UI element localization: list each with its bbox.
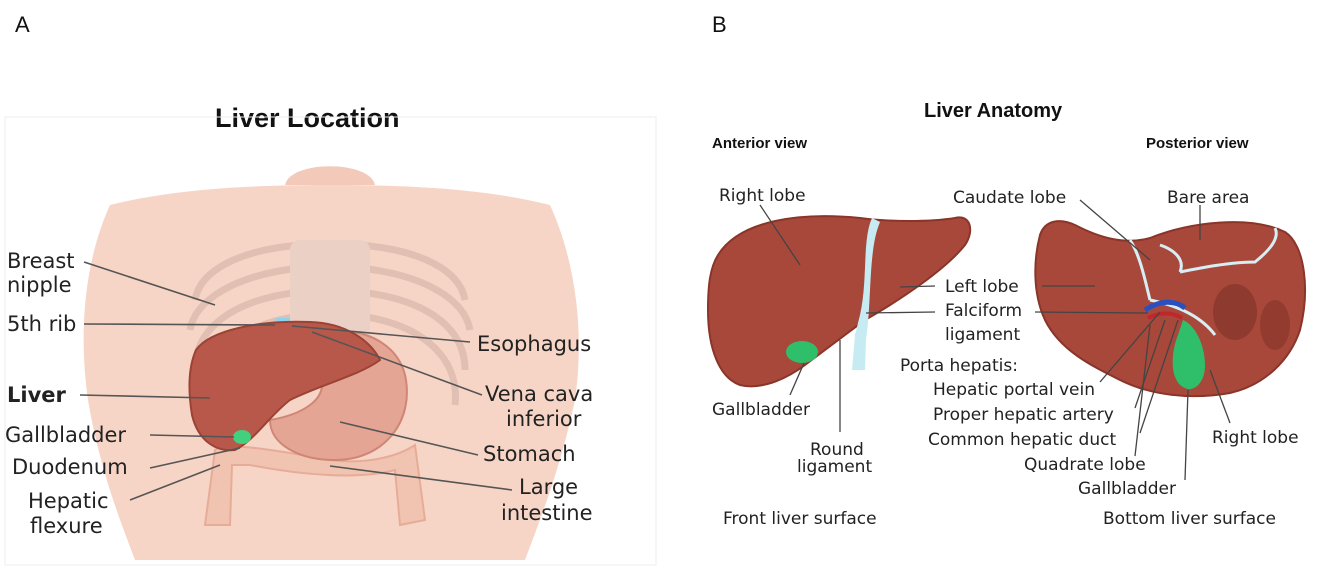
label-right-lobe-front: Right lobe <box>719 186 806 206</box>
neck <box>285 166 375 185</box>
label-left-lobe: Left lobe <box>945 277 1019 297</box>
label-gallbladder-front: Gallbladder <box>712 400 810 420</box>
label-duodenum: Duodenum <box>12 455 128 479</box>
label-nipple: nipple <box>7 273 72 297</box>
label-stomach: Stomach <box>483 442 576 466</box>
label-porta-hepatis: Porta hepatis: <box>900 356 1018 376</box>
label-front-liver-surface: Front liver surface <box>723 509 877 529</box>
label-bare-area: Bare area <box>1167 188 1249 208</box>
label-liver: Liver <box>7 383 67 407</box>
anterior-gallbladder-shape <box>786 341 818 363</box>
liver-location-illustration: Breast nipple 5th rib Liver Gallbladder … <box>0 0 660 570</box>
label-caudate-lobe: Caudate lobe <box>953 188 1066 208</box>
label-quadrate-lobe: Quadrate lobe <box>1024 455 1146 475</box>
label-hepatic-portal-vein: Hepatic portal vein <box>933 380 1095 400</box>
label-right-lobe-back: Right lobe <box>1212 428 1299 448</box>
label-breast: Breast <box>7 249 75 273</box>
liver-anatomy-illustration: Right lobe Left lobe Falciform ligament … <box>660 0 1323 570</box>
label-vena-cava: Vena cava <box>485 382 593 406</box>
label-falciform: Falciform <box>945 301 1022 321</box>
gallbladder-shape <box>233 430 251 444</box>
label-hepatic: Hepatic <box>28 489 109 513</box>
posterior-impression-2 <box>1260 300 1290 350</box>
label-bottom-liver-surface: Bottom liver surface <box>1103 509 1276 529</box>
label-flexure: flexure <box>30 514 103 538</box>
label-intestine: intestine <box>501 501 593 525</box>
label-round-ligament: ligament <box>797 457 872 477</box>
label-proper-hepatic-artery: Proper hepatic artery <box>933 405 1114 425</box>
label-inferior: inferior <box>506 407 582 431</box>
label-5th-rib: 5th rib <box>7 312 76 336</box>
posterior-impression-1 <box>1213 284 1257 340</box>
label-falciform-ligament: ligament <box>945 325 1020 345</box>
label-gallbladder-back: Gallbladder <box>1078 479 1176 499</box>
label-gallbladder: Gallbladder <box>5 423 126 447</box>
label-common-hepatic-duct: Common hepatic duct <box>928 430 1116 450</box>
label-large: Large <box>519 475 578 499</box>
label-esophagus: Esophagus <box>477 332 591 356</box>
